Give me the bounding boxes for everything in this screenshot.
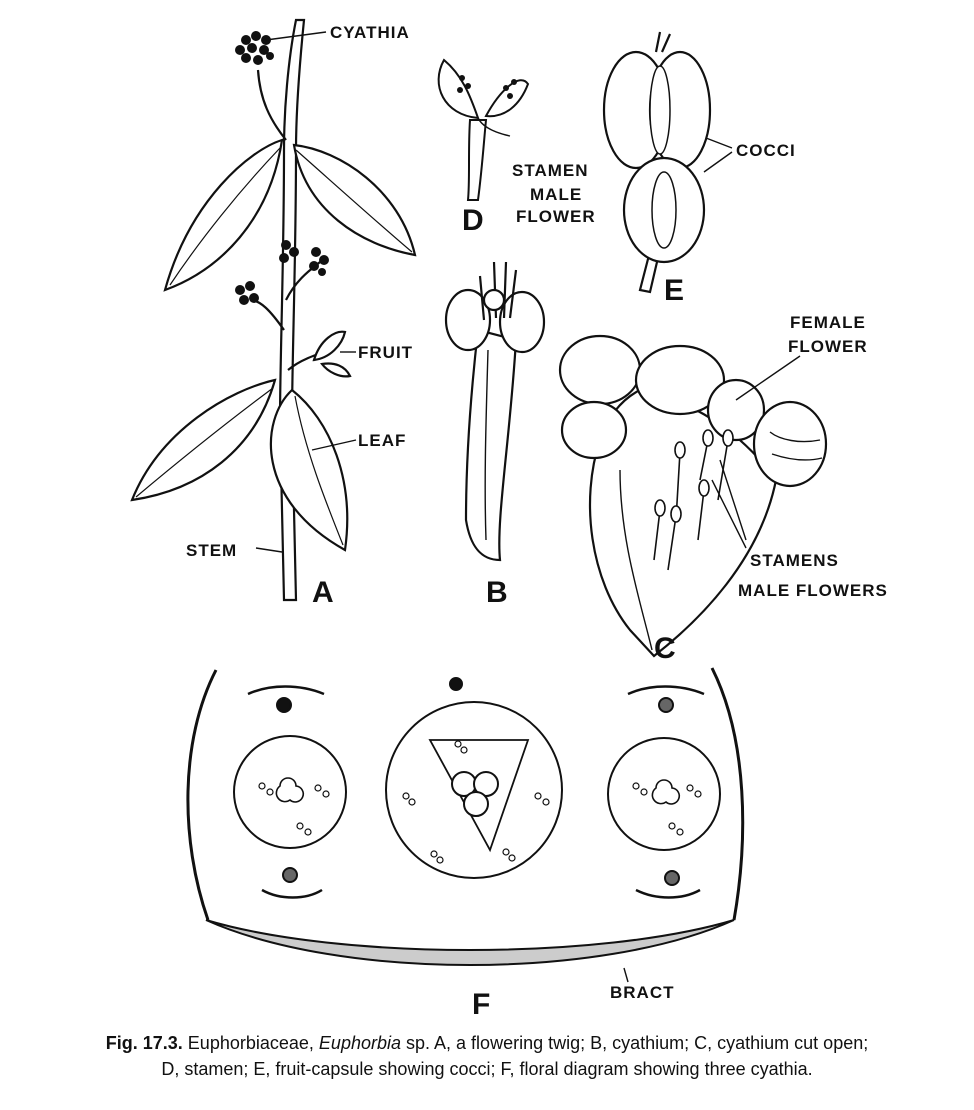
- label-male: MALE: [530, 185, 582, 204]
- label-bract: BRACT: [610, 983, 675, 1002]
- panel-c-cyathium-open: [560, 336, 826, 656]
- label-stamens: STAMENS: [750, 551, 839, 570]
- panel-a-flowering-twig: [132, 20, 415, 600]
- branch-mid: [250, 300, 284, 330]
- label-cyathia: CYATHIA: [330, 23, 410, 42]
- panel-letter-c: C: [654, 632, 676, 665]
- outer-bract-left: [188, 670, 216, 920]
- label-leaf: LEAF: [358, 431, 406, 450]
- cyathium-gland-right: [500, 292, 544, 352]
- caption-fig-number: Fig. 17.3.: [106, 1033, 183, 1053]
- panel-f-floral-diagram: [188, 668, 743, 982]
- label-stem: STEM: [186, 541, 237, 560]
- cyathium-cup: [466, 330, 516, 560]
- panel-e-fruit-capsule: [604, 32, 732, 292]
- axis-dot: [450, 678, 462, 690]
- panel-letter-b: B: [486, 576, 508, 609]
- caption-genus: Euphorbia: [319, 1033, 401, 1053]
- leader-stem: [256, 548, 282, 552]
- caption-line-2: D, stamen; E, fruit-capsule showing cocc…: [0, 1056, 974, 1082]
- branch-top: [258, 70, 286, 140]
- panel-letter-d: D: [462, 204, 484, 237]
- figure-caption: Fig. 17.3. Euphorbiaceae, Euphorbia sp. …: [0, 1030, 974, 1082]
- caption-rest-1: sp. A, a flowering twig; B, cyathium; C,…: [406, 1033, 868, 1053]
- leader-bract: [624, 968, 628, 982]
- label-cocci: COCCI: [736, 141, 796, 160]
- caption-family: Euphorbiaceae,: [188, 1033, 314, 1053]
- label-fruit: FRUIT: [358, 343, 413, 362]
- leader-cocci: [704, 138, 732, 172]
- label-female: FEMALE: [790, 313, 866, 332]
- panel-letter-e: E: [664, 274, 684, 307]
- bract-base: [206, 920, 734, 965]
- fruit-leaflet: [314, 332, 345, 360]
- panel-letter-f: F: [472, 988, 490, 1020]
- caption-line-1: Fig. 17.3. Euphorbiaceae, Euphorbia sp. …: [0, 1030, 974, 1056]
- ovary: [754, 402, 826, 486]
- stamen-filament: [468, 120, 486, 200]
- botanical-figure: CYATHIA FRUIT LEAF STEM A STAMEN MALE FL…: [0, 0, 974, 1020]
- panel-letter-a: A: [312, 576, 334, 609]
- label-female-flower: FLOWER: [788, 337, 868, 356]
- label-stamen: STAMEN: [512, 161, 589, 180]
- label-flower-d: FLOWER: [516, 207, 596, 226]
- label-male-flowers: MALE FLOWERS: [738, 581, 888, 600]
- leader-female: [736, 356, 800, 400]
- panel-b-cyathium: [446, 262, 544, 560]
